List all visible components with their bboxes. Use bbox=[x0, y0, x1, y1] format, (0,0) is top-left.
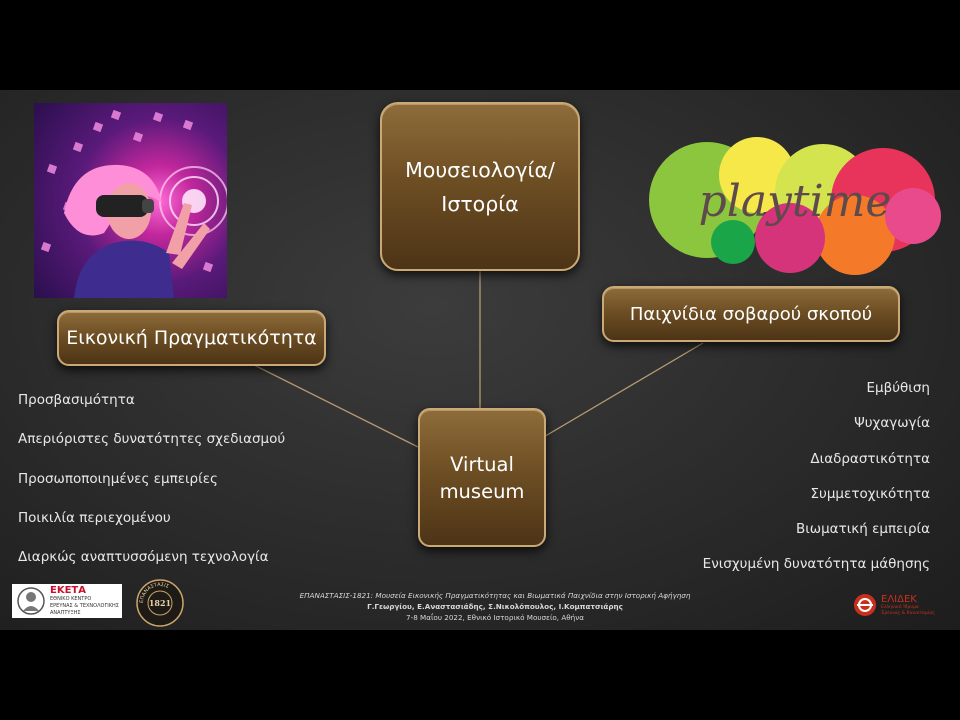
list-item: Συμμετοχικότητα bbox=[810, 485, 931, 502]
elidek-title: ΕΛΙΔΕΚ bbox=[881, 593, 917, 605]
virtual-museum-line2: museum bbox=[439, 479, 525, 503]
slide: playtime Μουσειολογία/ Ιστορία Εικονική … bbox=[0, 90, 960, 630]
list-item: Απεριόριστες δυνατότητες σχεδιασμού bbox=[18, 431, 286, 448]
museology-line1: Μουσειολογία/ bbox=[405, 157, 555, 182]
list-item: Ποικιλία περιεχομένου bbox=[18, 509, 171, 526]
list-item: Εμβύθιση bbox=[866, 380, 931, 396]
eketa-sub1: ΕΘΝΙΚΟ ΚΕΝΤΡΟ bbox=[50, 596, 92, 602]
virtual-museum-line1: Virtual bbox=[450, 452, 514, 476]
connector-lines bbox=[249, 268, 704, 448]
seal-year: 1821 bbox=[149, 598, 171, 608]
elidek-logo: ΕΛΙΔΕΚ Ελληνικό Ίδρυμα Έρευνας & Καινοτο… bbox=[852, 590, 942, 620]
serious-games-benefits-list: Εμβύθιση Ψυχαγωγία Διαδραστικότητα Συμμε… bbox=[703, 380, 930, 592]
elidek-sub1: Ελληνικό Ίδρυμα bbox=[881, 604, 919, 610]
eketa-title: ΕΚΕΤΑ bbox=[50, 585, 86, 596]
serious-games-node: Παιχνίδια σοβαρού σκοπού bbox=[602, 286, 900, 342]
virtual-museum-node: Virtual museum bbox=[418, 408, 546, 547]
eketa-sub3: ΑΝΑΠΤΥΞΗΣ bbox=[50, 610, 81, 616]
list-item: Προσβασιμότητα bbox=[18, 392, 135, 408]
museology-line2: Ιστορία bbox=[441, 191, 519, 216]
vr-benefits-list: Προσβασιμότητα Απεριόριστες δυνατότητες … bbox=[18, 392, 285, 588]
serious-games-label: Παιχνίδια σοβαρού σκοπού bbox=[629, 303, 873, 325]
line-to-vr bbox=[249, 362, 419, 448]
list-item: Προσωποποιημένες εμπειρίες bbox=[18, 470, 218, 487]
revolution-1821-seal: ΕΠΑΝΑΣΤΑΣΙΣ 1821 bbox=[136, 579, 184, 627]
playtime-logo: playtime bbox=[649, 137, 941, 275]
virtual-reality-node: Εικονική Πραγματικότητα bbox=[57, 310, 326, 366]
elidek-sub2: Έρευνας & Καινοτομίας bbox=[881, 610, 935, 616]
list-item: Ψυχαγωγία bbox=[854, 415, 930, 432]
virtual-reality-label: Εικονική Πραγματικότητα bbox=[66, 327, 317, 349]
eketa-logo: ΕΚΕΤΑ ΕΘΝΙΚΟ ΚΕΝΤΡΟ ΕΡΕΥΝΑΣ & ΤΕΧΝΟΛΟΓΙΚ… bbox=[12, 584, 122, 618]
footer-credits: ΕΠΑΝΑΣΤΑΣΙΣ-1821: Μουσεία Εικονικής Πραγ… bbox=[260, 590, 730, 623]
footer-line1: ΕΠΑΝΑΣΤΑΣΙΣ-1821: Μουσεία Εικονικής Πραγ… bbox=[299, 591, 691, 600]
line-to-games bbox=[541, 342, 704, 439]
eketa-sub2: ΕΡΕΥΝΑΣ & ΤΕΧΝΟΛΟΓΙΚΗΣ bbox=[50, 603, 119, 609]
list-item: Διαδραστικότητα bbox=[810, 450, 930, 467]
footer-line2: Γ.Γεωργίου, Ε.Αναστασιάδης, Σ.Νικολόπουλ… bbox=[367, 602, 623, 611]
list-item: Βιωματική εμπειρία bbox=[795, 521, 930, 538]
vr-headset-illustration bbox=[34, 103, 227, 298]
playtime-logo-text: playtime bbox=[699, 176, 892, 227]
footer-line3: 7-8 Μαΐου 2022, Εθνικό Ιστορικό Μουσείο,… bbox=[406, 613, 584, 622]
list-item: Ενισχυμένη δυνατότητα μάθησης bbox=[702, 556, 930, 573]
list-item: Διαρκώς αναπτυσσόμενη τεχνολογία bbox=[18, 549, 269, 566]
museology-history-node: Μουσειολογία/ Ιστορία bbox=[380, 102, 580, 271]
